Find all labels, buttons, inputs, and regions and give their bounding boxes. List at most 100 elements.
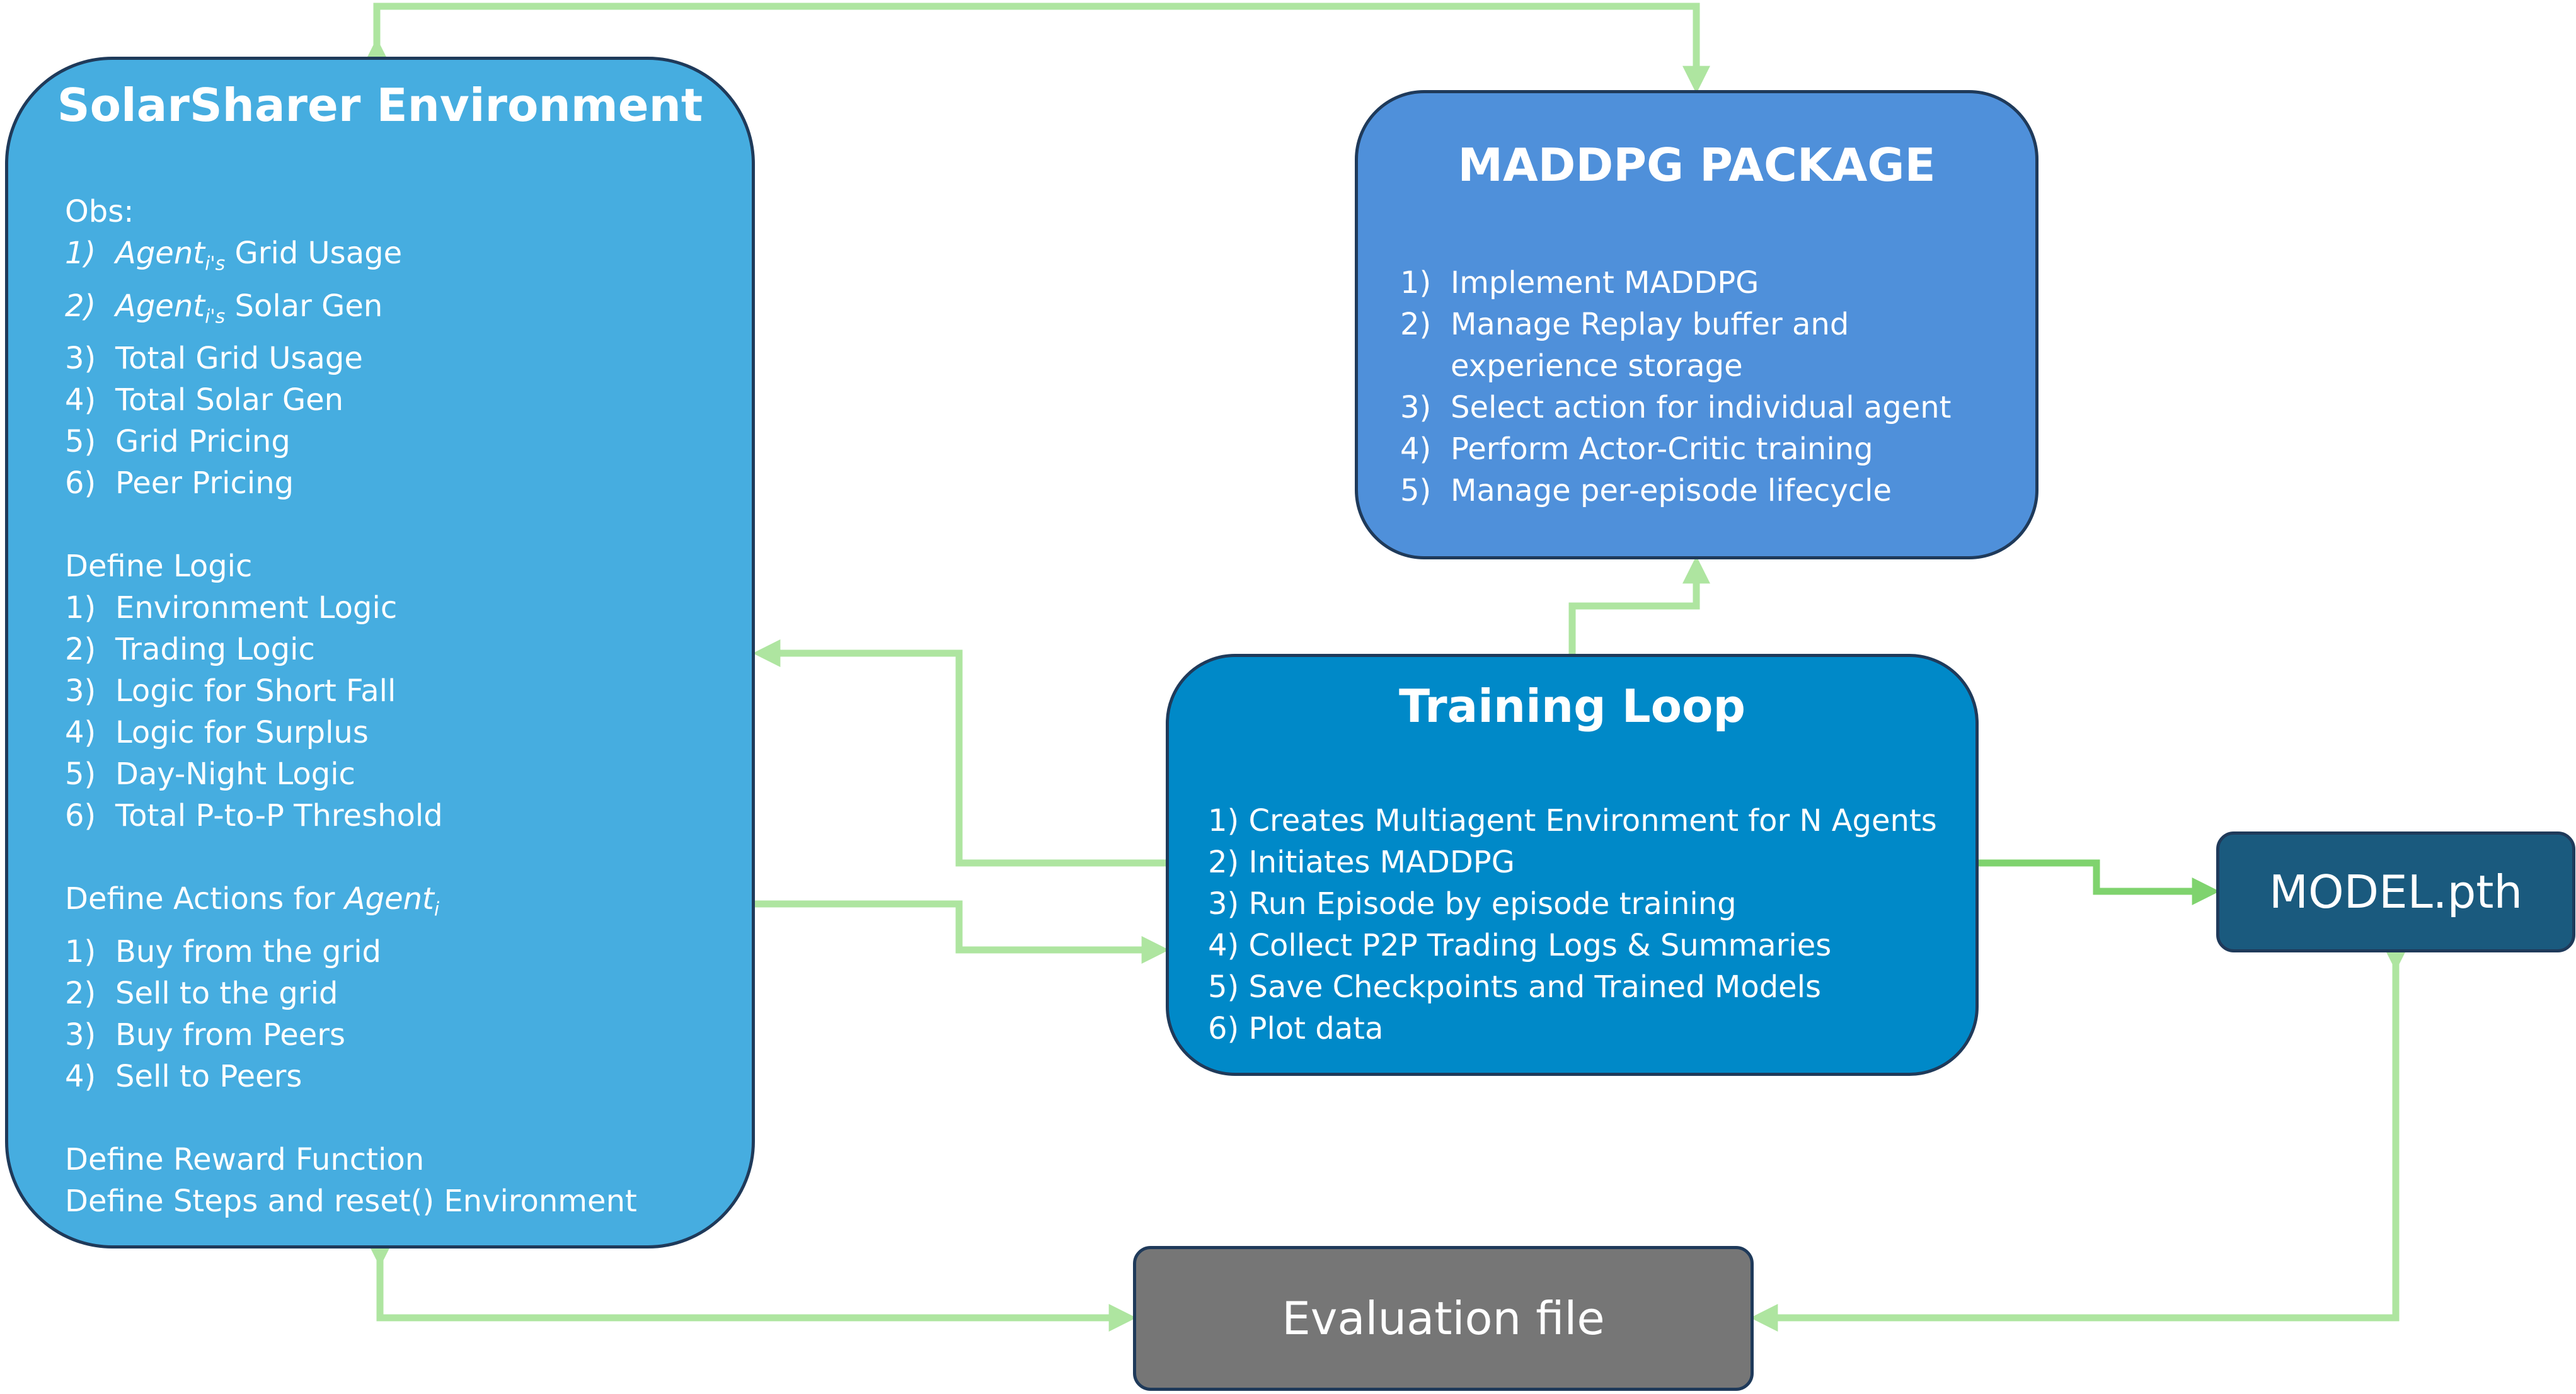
maddpg-content: 1) Implement MADDPG 2) Manage Replay buffe…: [1400, 262, 2023, 511]
obs-item-text: Total Solar Gen: [115, 382, 344, 418]
agent-label: Agent: [115, 236, 205, 271]
maddpg-item-text: Select action for individual agent: [1451, 390, 1952, 425]
arrow-training-to-maddpg: [1568, 556, 1710, 654]
logic-item: 1) Environment Logic: [65, 587, 733, 629]
logic-item-number: 1): [65, 590, 96, 626]
agent-subscript: i's: [205, 253, 226, 275]
maddpg-package-box: MADDPG PACKAGE 1) Implement MADDPG 2) Mana…: [1355, 90, 2038, 559]
logic-heading: Define Logic: [65, 549, 253, 585]
agent-label: Agent: [115, 288, 205, 324]
arrow-env-evaluation: [366, 1239, 1137, 1332]
obs-item: 3) Total Grid Usage: [65, 338, 733, 379]
env-title: SolarSharer Environment: [57, 79, 703, 132]
obs-item-number: 4): [65, 382, 96, 418]
spacer: [65, 837, 733, 878]
action-item-text: Sell to the grid: [115, 975, 338, 1011]
action-item-text: Sell to Peers: [115, 1058, 302, 1094]
training-loop-title: Training Loop: [1398, 680, 1746, 733]
actions-heading: Define Actions for Agenti: [65, 881, 440, 921]
training-step: 3) Run Episode by episode training: [1208, 886, 1737, 922]
maddpg-item: 2) Manage Replay buffer and experience st…: [1400, 304, 2023, 387]
solarsharer-environment-box: SolarSharer Environment Obs: 1) Agenti's…: [5, 57, 755, 1248]
arrow-model-to-evaluation: [1750, 943, 2410, 1332]
obs-item: 1) Agenti's Grid Usage: [65, 232, 733, 285]
obs-item-text: Total Grid Usage: [115, 341, 363, 377]
training-step: 6) Plot data: [1208, 1011, 1384, 1046]
evaluation-file-label: Evaluation file: [1282, 1292, 1605, 1345]
logic-item-text: Environment Logic: [115, 590, 398, 626]
env-content: Obs: 1) Agenti's Grid Usage 2) Agenti's …: [65, 191, 733, 1222]
arrow-env-to-training: [755, 900, 1170, 964]
action-item: 4) Sell to Peers: [65, 1056, 733, 1097]
action-item: 1) Buy from the grid: [65, 931, 733, 973]
maddpg-item-text: Manage per-episode lifecycle: [1451, 473, 1892, 508]
agent-subscript: i's: [205, 306, 226, 328]
obs-heading: Obs:: [65, 194, 134, 229]
action-item-number: 1): [65, 934, 96, 969]
logic-item: 2)Trading Logic: [65, 629, 733, 670]
actions-list: 1) Buy from the grid 2) Sell to the grid 3…: [65, 931, 733, 1097]
spacer: [65, 1097, 733, 1139]
obs-item-number: 1): [65, 236, 96, 271]
model-file-label: MODEL.pth: [2268, 866, 2523, 918]
model-file-box: MODEL.pth: [2216, 831, 2575, 952]
obs-list: 1) Agenti's Grid Usage 2) Agenti's Solar…: [65, 232, 733, 504]
logic-item-text: Day-Night Logic: [115, 757, 355, 792]
logic-item-number: 4): [65, 715, 96, 751]
action-item-number: 2): [65, 975, 96, 1011]
maddpg-item-number: 1): [1400, 265, 1432, 300]
reward-function-line: Define Reward Function: [65, 1141, 425, 1177]
maddpg-title: MADDPG PACKAGE: [1458, 139, 1936, 191]
obs-item: 2) Agenti's Solar Gen: [65, 285, 733, 338]
training-step: 4) Collect P2P Trading Logs & Summaries: [1208, 928, 1832, 963]
maddpg-item-number: 3): [1400, 390, 1432, 425]
action-item-text: Buy from the grid: [115, 934, 382, 969]
obs-item-text: Peer Pricing: [115, 466, 294, 501]
maddpg-item-text: Manage Replay buffer and experience stor…: [1451, 307, 1849, 384]
arrow-training-to-env: [752, 639, 1166, 867]
training-step: 5) Save Checkpoints and Trained Models: [1208, 969, 1822, 1005]
action-item-text: Buy from Peers: [115, 1017, 346, 1053]
logic-item-text: Total P-to-P Threshold: [115, 798, 443, 834]
obs-item: 5) Grid Pricing: [65, 421, 733, 462]
maddpg-item: 5) Manage per-episode lifecycle: [1400, 470, 2023, 511]
action-item-number: 4): [65, 1058, 96, 1094]
training-loop-content: 1) Creates Multiagent Environment for N …: [1208, 800, 1963, 1049]
steps-reset-line: Define Steps and reset() Environment: [65, 1183, 637, 1219]
logic-item-number: 5): [65, 757, 96, 792]
logic-item-number: 3): [65, 673, 96, 709]
logic-item-text: Trading Logic: [115, 632, 315, 668]
obs-item-text: Grid Usage: [225, 236, 403, 271]
maddpg-item: 1) Implement MADDPG: [1400, 262, 2023, 304]
obs-item-text: Solar Gen: [225, 288, 383, 324]
maddpg-item-number: 5): [1400, 473, 1432, 508]
training-step: 2) Initiates MADDPG: [1208, 845, 1515, 880]
maddpg-item: 4) Perform Actor-Critic training: [1400, 428, 2023, 470]
logic-item: 6) Total P-to-P Threshold: [65, 795, 733, 837]
logic-item: 4) Logic for Surplus: [65, 712, 733, 753]
logic-item: 3) Logic for Short Fall: [65, 670, 733, 712]
action-item: 2) Sell to the grid: [65, 973, 733, 1014]
training-loop-box: Training Loop 1) Creates Multiagent Envi…: [1166, 654, 1979, 1076]
obs-item: 4) Total Solar Gen: [65, 379, 733, 421]
obs-item-number: 3): [65, 341, 96, 377]
maddpg-item-text: Implement MADDPG: [1451, 265, 1759, 300]
logic-item-text: Logic for Short Fall: [115, 673, 396, 709]
spacer: [65, 504, 733, 546]
logic-item-number: 6): [65, 798, 96, 834]
arrow-training-to-model: [1979, 859, 2220, 905]
obs-item-number: 5): [65, 424, 96, 460]
obs-item-number: 6): [65, 466, 96, 501]
action-item-number: 3): [65, 1017, 96, 1053]
arrow-env-maddpg: [363, 3, 1710, 94]
obs-item-text: Grid Pricing: [115, 424, 290, 460]
maddpg-item-text: Perform Actor-Critic training: [1451, 431, 1873, 467]
logic-item-text: Logic for Surplus: [115, 715, 369, 751]
maddpg-item-number: 4): [1400, 431, 1432, 467]
obs-item-number: 2): [65, 288, 96, 324]
training-step: 1) Creates Multiagent Environment for N …: [1208, 803, 1937, 838]
logic-list: 1) Environment Logic 2)Trading Logic 3) Lo…: [65, 587, 733, 837]
maddpg-item: 3) Select action for individual agent: [1400, 387, 2023, 428]
obs-item: 6) Peer Pricing: [65, 462, 733, 504]
maddpg-item-number: 2): [1400, 307, 1432, 342]
